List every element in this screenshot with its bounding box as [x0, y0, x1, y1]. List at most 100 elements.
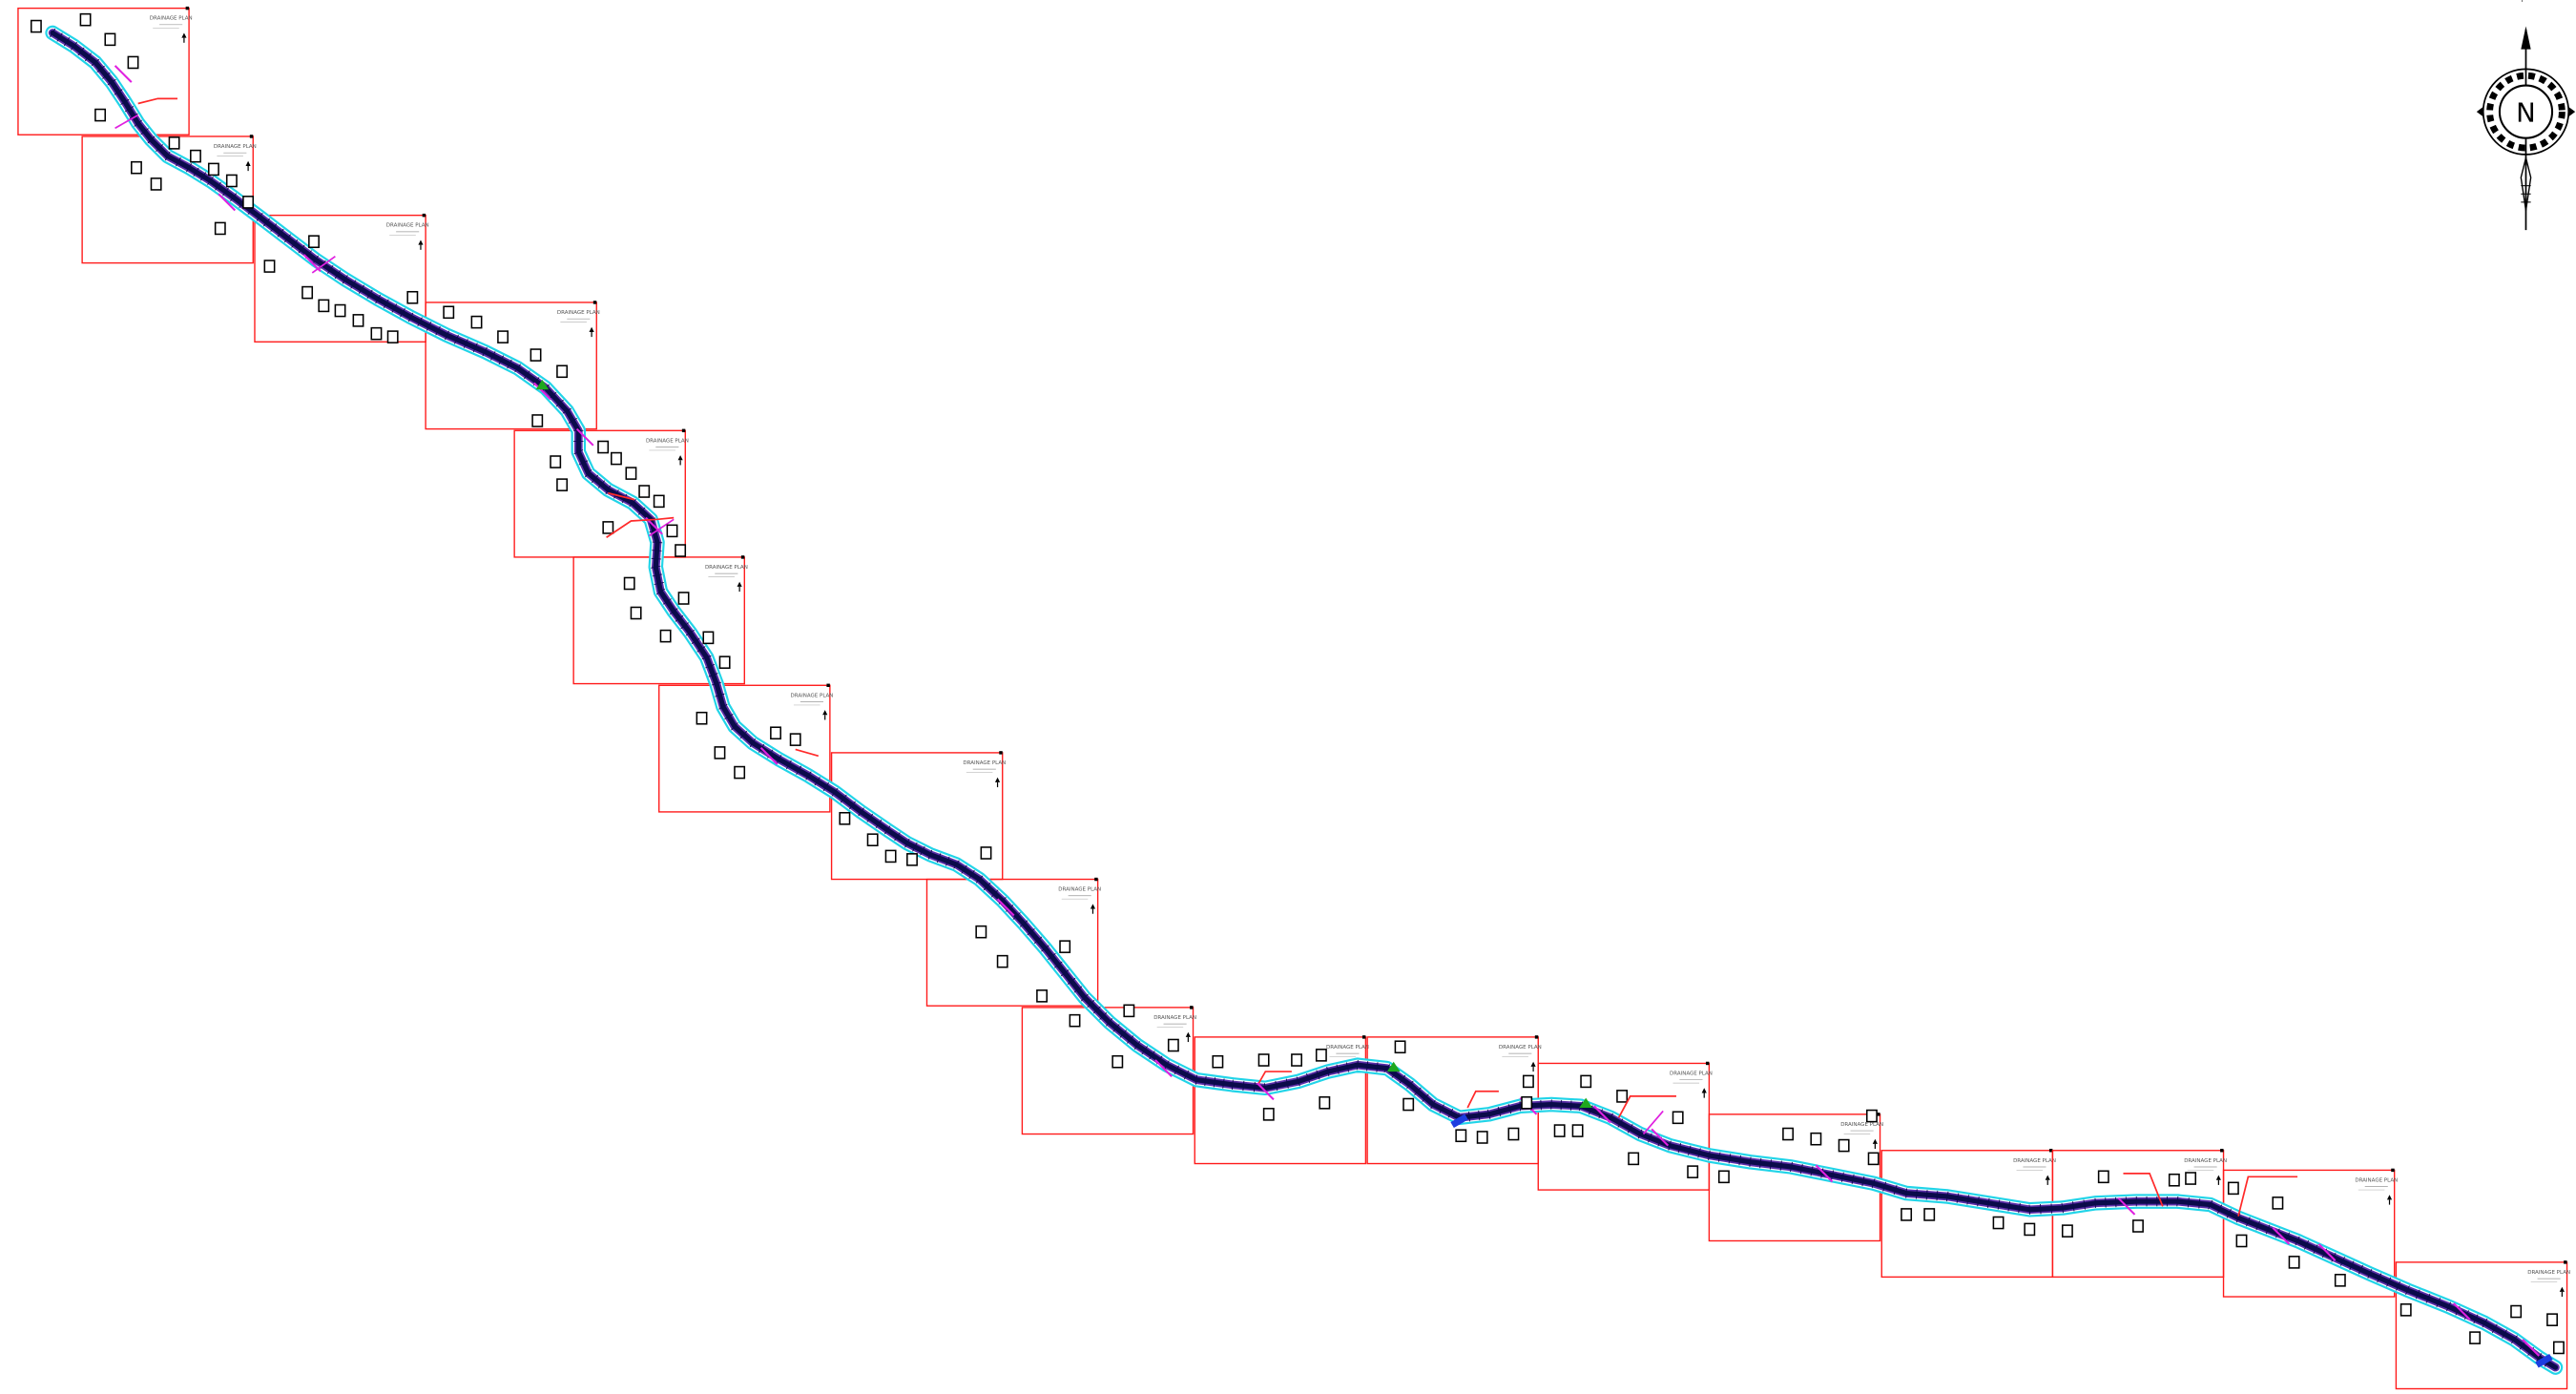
route-station-tick [2463, 1310, 2470, 1320]
square-marker-icon [610, 451, 622, 466]
route-station-tick [1439, 1104, 1444, 1113]
sheet-title: DRAINAGE PLAN [386, 223, 429, 229]
route-station-tick [1467, 1111, 1470, 1122]
sheet-title: DRAINAGE PLAN [2527, 1270, 2570, 1276]
square-marker-icon [839, 812, 851, 825]
route-station-tick [426, 322, 432, 331]
sheet-frame: DRAINAGE PLAN [1366, 1035, 1542, 1165]
route-annotation-mark [2452, 1302, 2471, 1321]
route-station-tick [796, 765, 802, 776]
square-marker-icon [2168, 1173, 2180, 1187]
square-marker-icon [168, 136, 180, 150]
square-marker-icon [638, 485, 651, 498]
sheet-border [1366, 1036, 1539, 1165]
route-station-tick [975, 875, 984, 884]
sheet-title: DRAINAGE PLAN [705, 565, 748, 571]
square-marker-icon [531, 414, 544, 427]
square-marker-icon [1616, 1090, 1629, 1103]
square-marker-icon [530, 348, 542, 362]
route-station-tick [1053, 961, 1063, 968]
square-marker-icon [352, 314, 364, 327]
square-marker-icon [1521, 1095, 1533, 1110]
sheet-frame: DRAINAGE PLAN [2395, 1260, 2570, 1390]
route-station-tick [1376, 1062, 1379, 1072]
corner-mark: ' [2521, 0, 2523, 7]
route-station-tick [71, 41, 78, 51]
square-marker-icon [131, 160, 142, 175]
route-station-tick [2295, 1236, 2300, 1246]
small-north-arrow-icon [1701, 1088, 1707, 1098]
route-annotation-mark [218, 193, 237, 212]
route-station-tick [1677, 1143, 1682, 1154]
square-marker-icon [630, 606, 642, 620]
square-marker-icon [263, 260, 276, 273]
route-station-tick [140, 128, 149, 135]
sheet-corner-mark [2048, 1149, 2053, 1153]
square-marker-icon [714, 746, 726, 759]
annotation-leader [648, 518, 675, 537]
sheet-corner-mark [592, 301, 597, 304]
route-station-tick [107, 78, 116, 86]
route-station-tick [1769, 1159, 1773, 1170]
route-station-tick [1717, 1152, 1721, 1162]
route-station-tick [1231, 1079, 1234, 1091]
small-north-arrow-icon [1872, 1138, 1878, 1150]
sheet-title: DRAINAGE PLAN [150, 16, 193, 22]
route-annotation-mark [2272, 1226, 2291, 1245]
square-marker-icon [1672, 1111, 1684, 1125]
route-station-tick [102, 72, 111, 79]
route-station-tick [2367, 1269, 2373, 1279]
route-station-tick [1925, 1190, 1928, 1200]
square-marker-icon [1394, 1040, 1406, 1054]
offset-line [606, 516, 675, 538]
sheet-frames: DRAINAGE PLAN DRAINAGE PLAN DRAINAGE PLAN D… [17, 6, 2570, 1390]
square-marker-icon [625, 467, 637, 480]
route-station-tick [669, 608, 678, 615]
route-station-tick [605, 485, 612, 495]
route-station-tick [1966, 1195, 1969, 1205]
sheet-corner-mark [2220, 1149, 2224, 1153]
route-station-tick [961, 864, 967, 874]
route-station-tick [866, 813, 874, 822]
route-station-tick [2331, 1252, 2337, 1262]
route-station-tick [1497, 1106, 1502, 1117]
route-station-tick [1589, 1105, 1593, 1115]
route-station-tick [1799, 1163, 1803, 1175]
route-station-tick [2028, 1204, 2030, 1215]
square-marker-icon [207, 162, 219, 177]
square-marker-icon [996, 954, 1008, 968]
route-station-tick [1810, 1166, 1814, 1176]
route-station-tick [1478, 1110, 1481, 1121]
square-marker-icon [1782, 1127, 1795, 1141]
square-marker-icon [1455, 1129, 1467, 1143]
route-station-tick [291, 239, 299, 248]
route-station-tick [711, 681, 722, 686]
sheet-title: DRAINAGE PLAN [1058, 887, 1101, 893]
small-north-arrow-icon [245, 160, 251, 172]
sheet-title: DRAINAGE PLAN [2355, 1177, 2398, 1183]
square-marker-icon [770, 726, 781, 740]
route-station-tick [1779, 1160, 1782, 1171]
route-station-tick [524, 370, 530, 380]
route-annotation-mark [1815, 1164, 1834, 1183]
offset-line [1617, 1095, 1676, 1118]
sheet-border [2051, 1150, 2225, 1279]
route-station-tick [651, 565, 661, 569]
route-station-tick [1012, 912, 1021, 920]
square-marker-icon [1810, 1132, 1822, 1146]
route-station-tick [1414, 1087, 1422, 1095]
square-marker-icon [30, 19, 42, 33]
route-annotation-mark [1256, 1082, 1275, 1101]
route-station-tick [2339, 1257, 2345, 1266]
small-north-arrow-icon [1185, 1031, 1191, 1043]
sheet-corner-mark [1094, 877, 1098, 882]
route-station-tick [1296, 1076, 1300, 1087]
square-marker-icon [1838, 1138, 1850, 1153]
sheet-corner-mark [1534, 1035, 1539, 1039]
compass-north-arrow-icon: N [2476, 26, 2576, 231]
square-marker-icon [1580, 1074, 1592, 1089]
route-annotation-mark [533, 382, 551, 401]
square-marker-icon [884, 849, 897, 863]
route-station-tick [134, 119, 142, 127]
square-marker-icon [1522, 1074, 1534, 1089]
